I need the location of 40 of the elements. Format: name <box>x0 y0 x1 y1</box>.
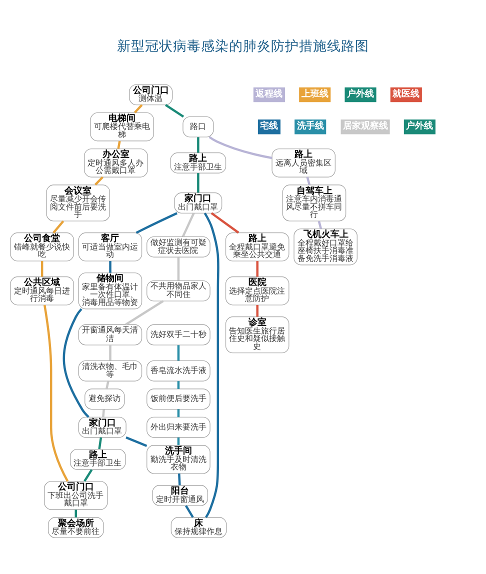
connector <box>177 380 180 388</box>
connector <box>109 260 112 272</box>
connector <box>197 172 200 192</box>
connector <box>177 256 180 280</box>
connector <box>43 304 69 482</box>
connector <box>126 436 148 446</box>
connector <box>98 436 102 449</box>
connector <box>52 220 64 234</box>
connector <box>306 176 310 184</box>
connector <box>84 468 93 482</box>
connector <box>178 473 181 485</box>
legend-label: 宅线 <box>260 120 278 131</box>
legend-label: 洗手线 <box>296 120 324 131</box>
connector <box>318 220 322 229</box>
connector <box>204 212 220 518</box>
connector <box>74 509 78 517</box>
diagram-title: 新型冠状病毒感染的肺炎防护措施线路图 <box>117 38 369 54</box>
legend-label: 户外线 <box>346 88 374 99</box>
connector <box>109 344 112 360</box>
connector <box>117 140 121 148</box>
connector <box>62 308 90 418</box>
connector <box>182 212 195 237</box>
connector <box>106 380 110 389</box>
connector <box>136 212 178 234</box>
connector <box>208 136 272 159</box>
connector <box>102 408 105 417</box>
connector <box>94 176 104 185</box>
legend-label: 户外线 <box>406 120 434 131</box>
connector <box>40 260 44 276</box>
legend-label: 上班线 <box>301 88 328 99</box>
legend-label: 就医线 <box>392 88 420 99</box>
connector <box>164 104 184 118</box>
connector <box>184 504 194 518</box>
connector <box>177 344 180 360</box>
connector <box>210 212 240 234</box>
legend-label: 返程线 <box>256 88 283 99</box>
connector <box>197 136 200 152</box>
connector <box>134 104 143 113</box>
connector <box>256 260 258 276</box>
connector <box>256 304 258 316</box>
